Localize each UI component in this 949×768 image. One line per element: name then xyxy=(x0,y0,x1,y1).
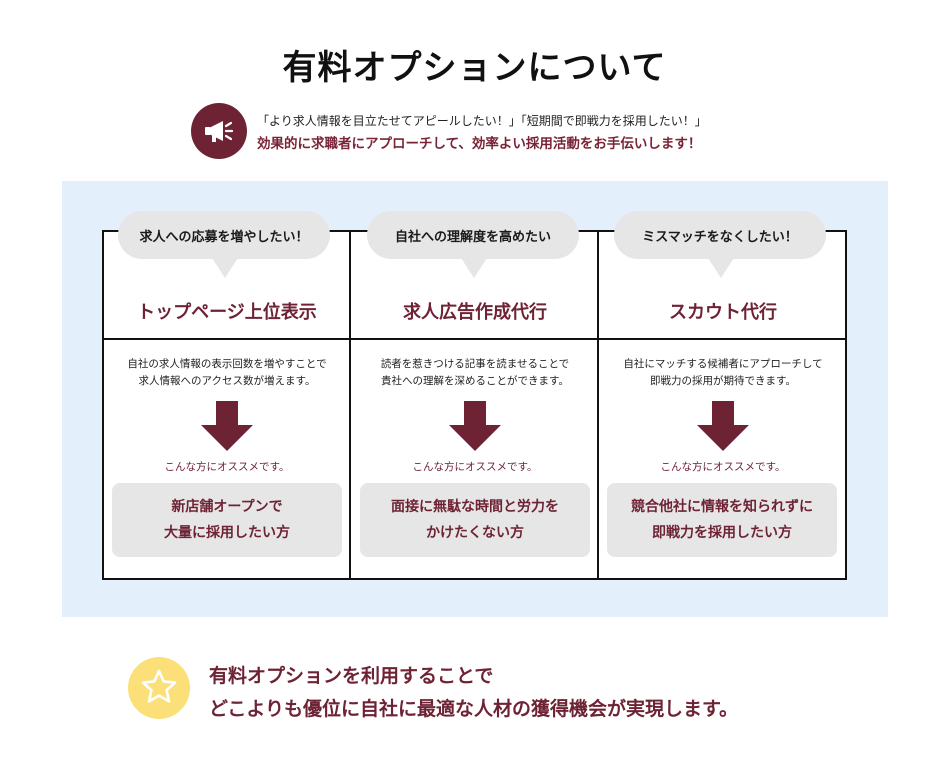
option-title: スカウト代行 xyxy=(669,302,777,323)
option-card-scout: ミスマッチをなくしたい！ スカウト代行 自社にマッチする候補者にアプローチして … xyxy=(599,0,847,620)
option-title: トップページ上位表示 xyxy=(137,302,317,323)
speech-bubble: 求人への応募を増やしたい！ xyxy=(118,211,330,259)
column-divider xyxy=(349,230,351,580)
speech-bubble-tail xyxy=(708,258,734,278)
row-divider xyxy=(102,338,847,340)
column-divider xyxy=(597,230,599,580)
option-description: 自社の求人情報の表示回数を増やすことで 求人情報へのアクセス数が増えます。 xyxy=(127,358,327,387)
option-description: 自社にマッチする候補者にアプローチして 即戦力の採用が期待できます。 xyxy=(623,358,823,387)
arrow-down-icon xyxy=(201,401,253,451)
intro-line-2: 効果的に求職者にアプローチして、効率よい採用活動をお手伝いします！ xyxy=(257,136,702,152)
intro-line-1: 「より求人情報を目立たせてアピールしたい！」「短期間で即戦力を採用したい！」 xyxy=(257,114,707,128)
conclusion-text: 有料オプションを利用することで どこよりも優位に自社に最適な人材の獲得機会が実現… xyxy=(209,665,739,720)
recommend-label: こんな方にオススメです。 xyxy=(660,461,786,473)
recommend-label: こんな方にオススメです。 xyxy=(412,461,538,473)
option-card-top-page: 求人への応募を増やしたい！ トップページ上位表示 自社の求人情報の表示回数を増や… xyxy=(103,0,351,620)
star-icon xyxy=(128,657,190,719)
target-audience-box: 競合他社に情報を知られずに 即戦力を採用したい方 xyxy=(607,483,837,557)
page-title: 有料オプションについて xyxy=(282,48,667,88)
target-audience-box: 新店舗オープンで 大量に採用したい方 xyxy=(112,483,342,557)
arrow-down-icon xyxy=(449,401,501,451)
speech-bubble: 自社への理解度を高めたい xyxy=(367,211,579,259)
intro-section: 「より求人情報を目立たせてアピールしたい！」「短期間で即戦力を採用したい！」 効… xyxy=(191,103,791,163)
speech-bubble-tail xyxy=(212,258,238,278)
recommend-label: こんな方にオススメです。 xyxy=(164,461,290,473)
megaphone-icon xyxy=(191,103,247,159)
option-title: 求人広告作成代行 xyxy=(403,302,547,323)
option-description: 読者を惹きつける記事を読ませることで 貴社への理解を深めることができます。 xyxy=(380,358,570,387)
arrow-down-icon xyxy=(697,401,749,451)
target-audience-box: 面接に無駄な時間と労力を かけたくない方 xyxy=(360,483,590,557)
speech-bubble: ミスマッチをなくしたい！ xyxy=(614,211,826,259)
speech-bubble-tail xyxy=(461,258,487,278)
option-card-ad-writing: 自社への理解度を高めたい 求人広告作成代行 読者を惹きつける記事を読ませることで… xyxy=(351,0,599,620)
